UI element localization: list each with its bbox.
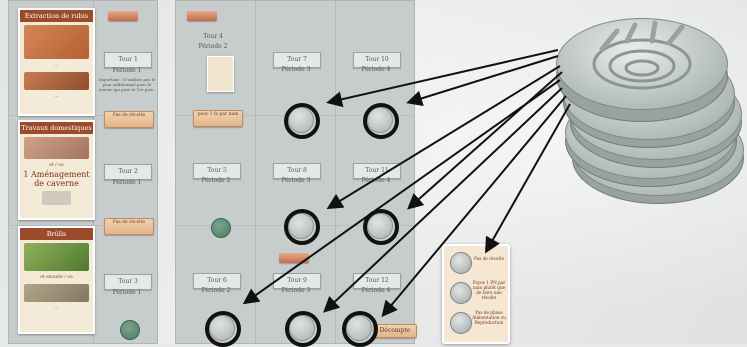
board-ribbon (279, 253, 309, 263)
action-card-art (24, 243, 89, 271)
highlight-ring (285, 311, 321, 347)
round-period: Période 4 (361, 66, 391, 73)
round-period: Période 3 (281, 287, 311, 294)
round-period: Période 4 (361, 177, 391, 184)
highlight-ring (363, 103, 399, 139)
highlight-ring (363, 209, 399, 245)
round-tile-3: Tour 3 (104, 274, 152, 290)
food-token (211, 218, 231, 238)
round-tile-2: Tour 2 (104, 164, 152, 180)
reference-text: Payez 1 PN par nain plutôt que de faire … (472, 280, 506, 300)
round-period: Période 2 (201, 177, 231, 184)
final-scoring-parchment: Décompte (373, 324, 417, 338)
action-card-title: Travaux domestiques (20, 122, 93, 134)
action-card-connector: et ensuite / ou (40, 275, 73, 280)
round-period: Période 1 (112, 289, 142, 296)
highlight-ring (342, 311, 378, 347)
round-period: Période 3 (281, 66, 311, 73)
action-card-slash-and-burn[interactable]: Brûlis et ensuite / ou ... (18, 226, 95, 334)
round-period: Période 3 (281, 177, 311, 184)
action-card-text: ... (54, 94, 59, 99)
round-period: Période 1 (112, 67, 142, 74)
harvest-reference-card[interactable]: Pas de récolte Payez 1 PN par nain plutô… (442, 244, 510, 344)
reference-row: Pas de phase Alimentation ou Reproductio… (448, 310, 506, 336)
round-tile-5: Tour 5 (193, 163, 241, 179)
board-divider (335, 0, 336, 344)
food-token (120, 320, 140, 340)
action-card-title: Extraction de rubis (20, 10, 93, 22)
action-card-art (24, 25, 89, 59)
harvest-parchment: Pas de récolte (104, 111, 154, 128)
round-period: Période 2 (198, 43, 228, 50)
round-tile-1: Tour 1 (104, 52, 152, 68)
round-period: Période 4 (361, 287, 391, 294)
food-parchment: pour 1 fs par nain (193, 110, 243, 127)
action-card-connector: et / ou (49, 163, 64, 168)
action-card-art (24, 72, 89, 90)
harvest-token-icon (450, 252, 472, 274)
spiral-emblem-icon (592, 20, 692, 90)
harvest-token-icon (450, 282, 472, 304)
board-ribbon (108, 11, 138, 21)
reference-text: Pas de phase Alimentation ou Reproductio… (472, 310, 506, 325)
board-divider (8, 225, 158, 226)
harvest-parchment: Pas de récolte (104, 218, 154, 235)
action-card-text: ... (54, 63, 59, 68)
round-tile-4: Tour 4 (203, 33, 223, 40)
highlight-ring (205, 311, 241, 347)
reference-row: Pas de récolte (448, 250, 504, 276)
furnishing-icon (42, 191, 71, 205)
round-tile-7: Tour 7 (273, 52, 321, 68)
highlight-ring (284, 209, 320, 245)
board-divider (255, 0, 256, 344)
action-card-text: ... (54, 306, 59, 311)
action-card-ruby-mining[interactable]: Extraction de rubis ... ... (18, 8, 95, 116)
reference-text: Pas de récolte (474, 256, 504, 261)
action-card-title: Brûlis (20, 228, 93, 240)
left-round-board: Extraction de rubis ... ... Travaux dome… (8, 0, 158, 344)
reference-row: Payez 1 PN par nain plutôt que de faire … (448, 280, 506, 306)
action-card-art (24, 284, 89, 302)
stack-token-top (556, 18, 728, 110)
round-period: Période 2 (201, 287, 231, 294)
mini-action-card[interactable] (207, 56, 234, 92)
action-card-main-text: 1 Aménagement de caverne (23, 170, 90, 188)
harvest-token-icon (450, 312, 472, 334)
action-card-household-chores[interactable]: Travaux domestiques et / ou 1 Aménagemen… (18, 120, 95, 220)
round-note: Important : N'oubliez pas le pion additi… (98, 77, 156, 92)
right-round-board: Tour 4 Période 2 pour 1 fs par nain Tour… (175, 0, 417, 344)
board-ribbon (187, 11, 217, 21)
action-card-art (24, 137, 89, 159)
highlight-ring (284, 103, 320, 139)
round-period: Période 1 (112, 179, 142, 186)
round-tile-6: Tour 6 (193, 273, 241, 289)
